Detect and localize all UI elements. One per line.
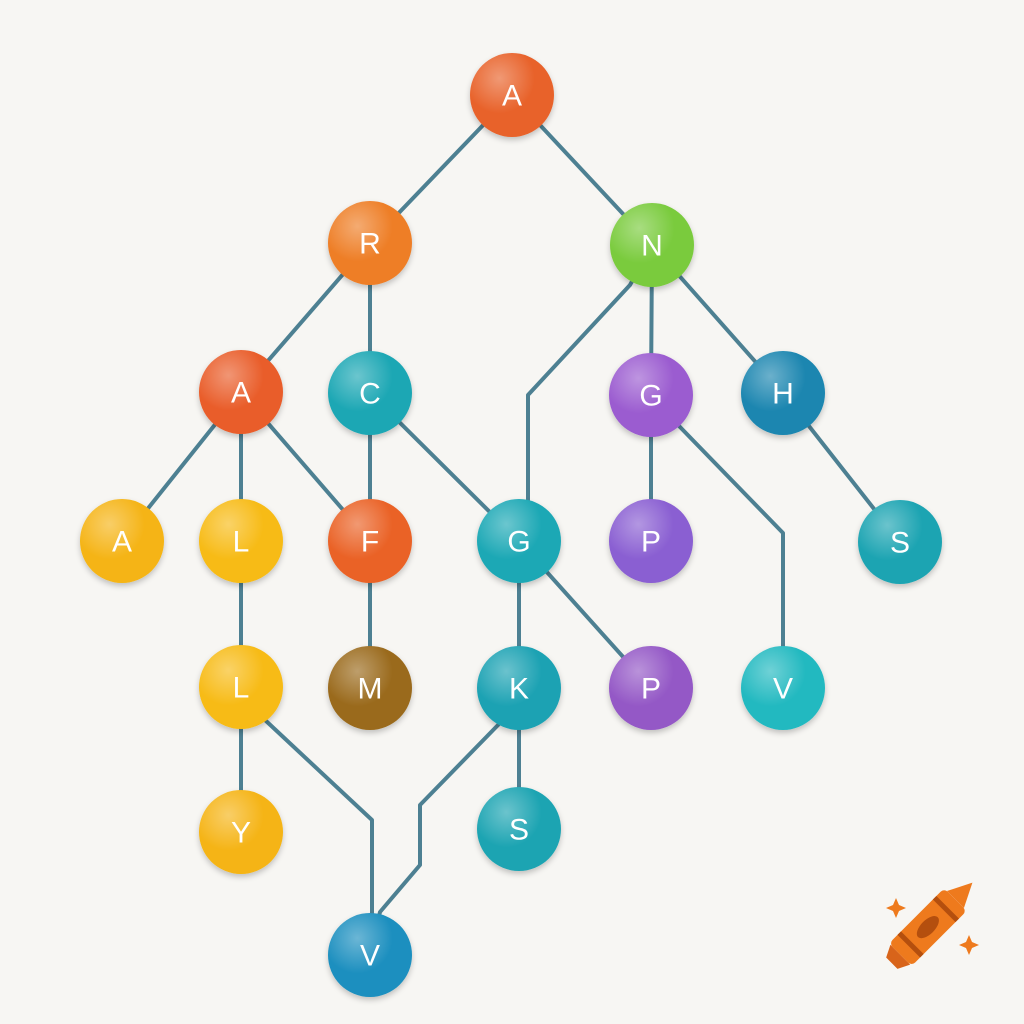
node-highlight [610, 203, 694, 287]
node-n_a3: A [80, 499, 164, 583]
node-highlight [477, 499, 561, 583]
node-label: Y [231, 817, 251, 850]
node-n_s2: S [477, 787, 561, 871]
node-label: R [359, 228, 381, 261]
node-highlight [328, 646, 412, 730]
node-n_p2: P [609, 646, 693, 730]
node-n_y: Y [199, 790, 283, 874]
node-n_a2: A [199, 350, 283, 434]
node-n_r: R [328, 201, 412, 285]
node-highlight [199, 350, 283, 434]
node-label: P [641, 526, 661, 559]
node-n_p1: P [609, 499, 693, 583]
node-highlight [741, 646, 825, 730]
crayon-logo-icon [886, 882, 973, 969]
node-n_l2: L [199, 645, 283, 729]
sparkle-icon [886, 898, 906, 918]
node-n_k: K [477, 646, 561, 730]
node-n_l1: L [199, 499, 283, 583]
node-highlight [609, 646, 693, 730]
node-label: K [509, 673, 529, 706]
node-label: P [641, 673, 661, 706]
node-n_v1: V [741, 646, 825, 730]
node-highlight [477, 787, 561, 871]
node-n_v2: V [328, 913, 412, 997]
node-highlight [741, 351, 825, 435]
node-label: L [233, 672, 250, 705]
node-label: G [507, 526, 530, 559]
node-label: G [639, 380, 662, 413]
node-n_c: C [328, 351, 412, 435]
node-n_s1: S [858, 500, 942, 584]
node-highlight [199, 790, 283, 874]
node-n_h: H [741, 351, 825, 435]
node-label: A [502, 80, 522, 113]
sparkle-icon [959, 935, 979, 955]
node-label: A [112, 526, 132, 559]
node-label: S [890, 527, 910, 560]
node-n_g2: G [477, 499, 561, 583]
node-label: F [361, 526, 379, 559]
node-highlight [328, 201, 412, 285]
node-n_g1: G [609, 353, 693, 437]
node-n_f: F [328, 499, 412, 583]
node-highlight [199, 499, 283, 583]
node-label: M [358, 673, 383, 706]
node-highlight [80, 499, 164, 583]
node-n_root_a: A [470, 53, 554, 137]
node-n_m: M [328, 646, 412, 730]
node-highlight [609, 499, 693, 583]
node-highlight [609, 353, 693, 437]
node-label: C [359, 378, 381, 411]
nodes-layer: A R N A C G H A L F G P S L M K P V Y S V [80, 53, 942, 997]
node-highlight [477, 646, 561, 730]
node-highlight [328, 913, 412, 997]
node-highlight [199, 645, 283, 729]
node-highlight [328, 499, 412, 583]
node-label: V [360, 940, 380, 973]
node-label: N [641, 230, 663, 263]
node-n_n: N [610, 203, 694, 287]
node-highlight [328, 351, 412, 435]
node-label: A [231, 377, 251, 410]
node-highlight [858, 500, 942, 584]
node-label: S [509, 814, 529, 847]
node-label: L [233, 526, 250, 559]
node-highlight [470, 53, 554, 137]
node-label: H [772, 378, 794, 411]
node-label: V [773, 673, 793, 706]
